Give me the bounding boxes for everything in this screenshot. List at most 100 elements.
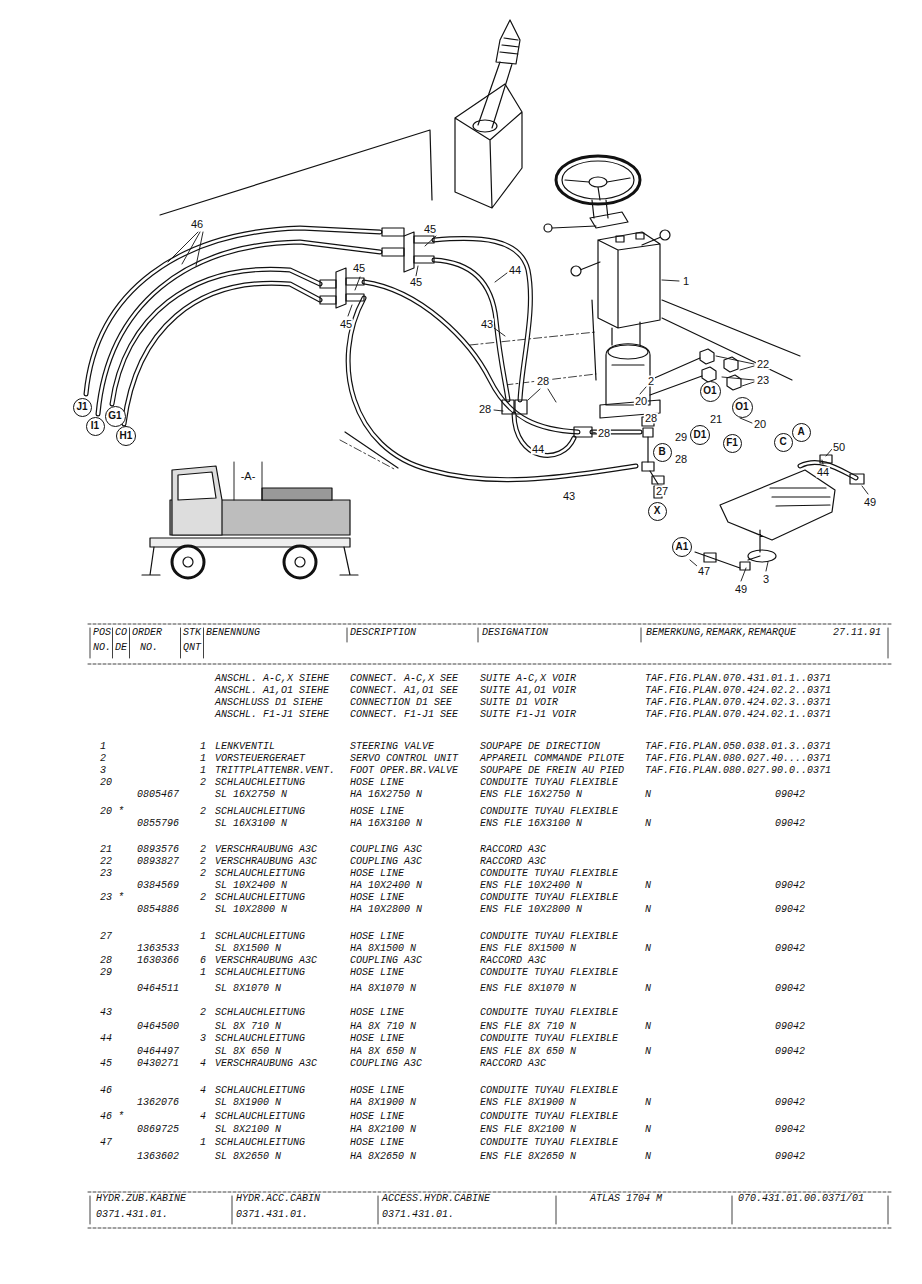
table-cell: HOSE LINE — [350, 1138, 404, 1148]
table-header: BENENNUNG — [206, 628, 260, 638]
table-cell: 0464511 — [137, 984, 179, 994]
connection-circle: G1 — [105, 406, 126, 427]
table-cell: ENS FLE 10X2400 N — [480, 881, 582, 891]
table-cell: 0893576 — [137, 845, 179, 855]
table-cell: SL 8X 650 N — [215, 1047, 281, 1057]
table-cell: 1 — [100, 742, 106, 752]
fitting — [642, 462, 654, 471]
table-cell: CONNECT. A1,O1 SEE — [350, 686, 458, 696]
fitting — [320, 280, 336, 288]
table-cell: 1 — [200, 766, 206, 776]
table-cell: SCHLAUCHLEITUNG — [215, 932, 305, 942]
table-cell: 46 — [100, 1086, 112, 1096]
hose-core — [98, 242, 380, 414]
footer-cell: 0371.431.01. — [382, 1210, 454, 1220]
table-cell: COUPLING A3C — [350, 1059, 422, 1069]
table-cell: APPAREIL COMMANDE PILOTE — [480, 754, 624, 764]
hose-core — [514, 414, 574, 455]
table-cell: 2 — [200, 893, 206, 903]
table-cell: HOSE LINE — [350, 869, 404, 879]
fitting — [346, 278, 364, 285]
table-cell: 0893827 — [137, 857, 179, 867]
connection-circle: X — [648, 502, 667, 521]
table-cell: HOSE LINE — [350, 1086, 404, 1096]
table-cell: SCHLAUCHLEITUNG — [215, 1034, 305, 1044]
callout-number: 43 — [480, 319, 494, 330]
outrigger — [142, 547, 358, 575]
table-header: CO — [115, 628, 127, 638]
hose — [514, 414, 574, 455]
table-cell: 28 — [100, 956, 112, 966]
table-cell: 2 — [100, 754, 106, 764]
callout-number: 46 — [190, 219, 204, 230]
footer-cell: 0371.431.01. — [236, 1210, 308, 1220]
table-cell: 0384569 — [137, 881, 179, 891]
table-cell: SL 8X 710 N — [215, 1022, 281, 1032]
table-cell: N — [645, 1152, 651, 1162]
table-cell: N — [645, 984, 651, 994]
table-cell: SL 8X1900 N — [215, 1098, 281, 1108]
callout-number: 45 — [352, 263, 366, 274]
table-cell: COUPLING A3C — [350, 845, 422, 855]
table-cell: ENS FLE 16X2750 N — [480, 790, 582, 800]
hose — [98, 242, 380, 414]
hose-pipe — [650, 358, 702, 395]
pedal-valve — [748, 550, 776, 562]
table-cell: SL 8X1500 N — [215, 944, 281, 954]
table-cell: SL 8X1070 N — [215, 984, 281, 994]
table-cell: N — [645, 1098, 651, 1108]
table-cell: CONNECTION D1 SEE — [350, 698, 452, 708]
table-cell: HOSE LINE — [350, 893, 404, 903]
table-cell: TAF.FIG.PLAN.070.424.02.1..0371 — [645, 710, 831, 720]
table-cell: 27 — [100, 932, 112, 942]
table-cell: 4 — [200, 1059, 206, 1069]
connection-letter: F1 — [726, 438, 738, 448]
table-cell: HA 8X2650 N — [350, 1152, 416, 1162]
connection-circle: A — [792, 423, 811, 442]
machine-window — [178, 472, 216, 500]
valve-port — [616, 236, 624, 242]
table-cell: VERSCHRAUBUNG A3C — [215, 857, 317, 867]
connection-letter: H1 — [120, 431, 133, 441]
fitting — [850, 474, 864, 484]
table-cell: HOSE LINE — [350, 1034, 404, 1044]
table-cell: SCHLAUCHLEITUNG — [215, 778, 305, 788]
table-cell: 29 — [100, 968, 112, 978]
table-header: POS — [93, 628, 111, 638]
table-cell: 23 — [100, 869, 112, 879]
machine-chassis — [150, 538, 350, 547]
table-cell: CONDUITE TUYAU FLEXIBLE — [480, 1086, 618, 1096]
table-cell: COUPLING A3C — [350, 956, 422, 966]
table-cell: 0805467 — [137, 790, 179, 800]
table-cell: 0430271 — [137, 1059, 179, 1069]
callout-number: 44 — [816, 467, 830, 478]
table-cell: RACCORD A3C — [480, 956, 546, 966]
table-cell: HA 10X2800 N — [350, 905, 422, 915]
table-cell: HOSE LINE — [350, 932, 404, 942]
connection-circle: O1 — [700, 381, 721, 402]
table-cell: 1 — [200, 754, 206, 764]
table-cell: TAF.FIG.PLAN.070.424.02.2..0371 — [645, 686, 831, 696]
callout-number: 28 — [478, 404, 492, 415]
table-cell: ANSCHL. F1-J1 SIEHE — [215, 710, 329, 720]
callout-number: 22 — [756, 359, 770, 370]
steering-valve — [598, 232, 660, 328]
fitting — [643, 428, 653, 437]
table-cell: ENS FLE 10X2800 N — [480, 905, 582, 915]
table-cell: HA 8X1900 N — [350, 1098, 416, 1108]
fitting — [414, 236, 434, 243]
table-cell: ENS FLE 8X1900 N — [480, 1098, 576, 1108]
table-cell: 21 — [100, 845, 112, 855]
callout-number: 2 — [647, 376, 655, 387]
table-cell: HOSE LINE — [350, 1112, 404, 1122]
table-cell: N — [645, 819, 651, 829]
table-cell: ENS FLE 8X2100 N — [480, 1125, 576, 1135]
table-cell: HA 16X3100 N — [350, 819, 422, 829]
fitting — [382, 248, 404, 256]
connection-circle: A1 — [672, 537, 692, 557]
table-cell: 23 * — [100, 893, 124, 903]
table-cell: CONDUITE TUYAU FLEXIBLE — [480, 1034, 618, 1044]
table-cell: 0854886 — [137, 905, 179, 915]
hose — [112, 269, 320, 404]
table-cell: ENS FLE 8X2650 N — [480, 1152, 576, 1162]
